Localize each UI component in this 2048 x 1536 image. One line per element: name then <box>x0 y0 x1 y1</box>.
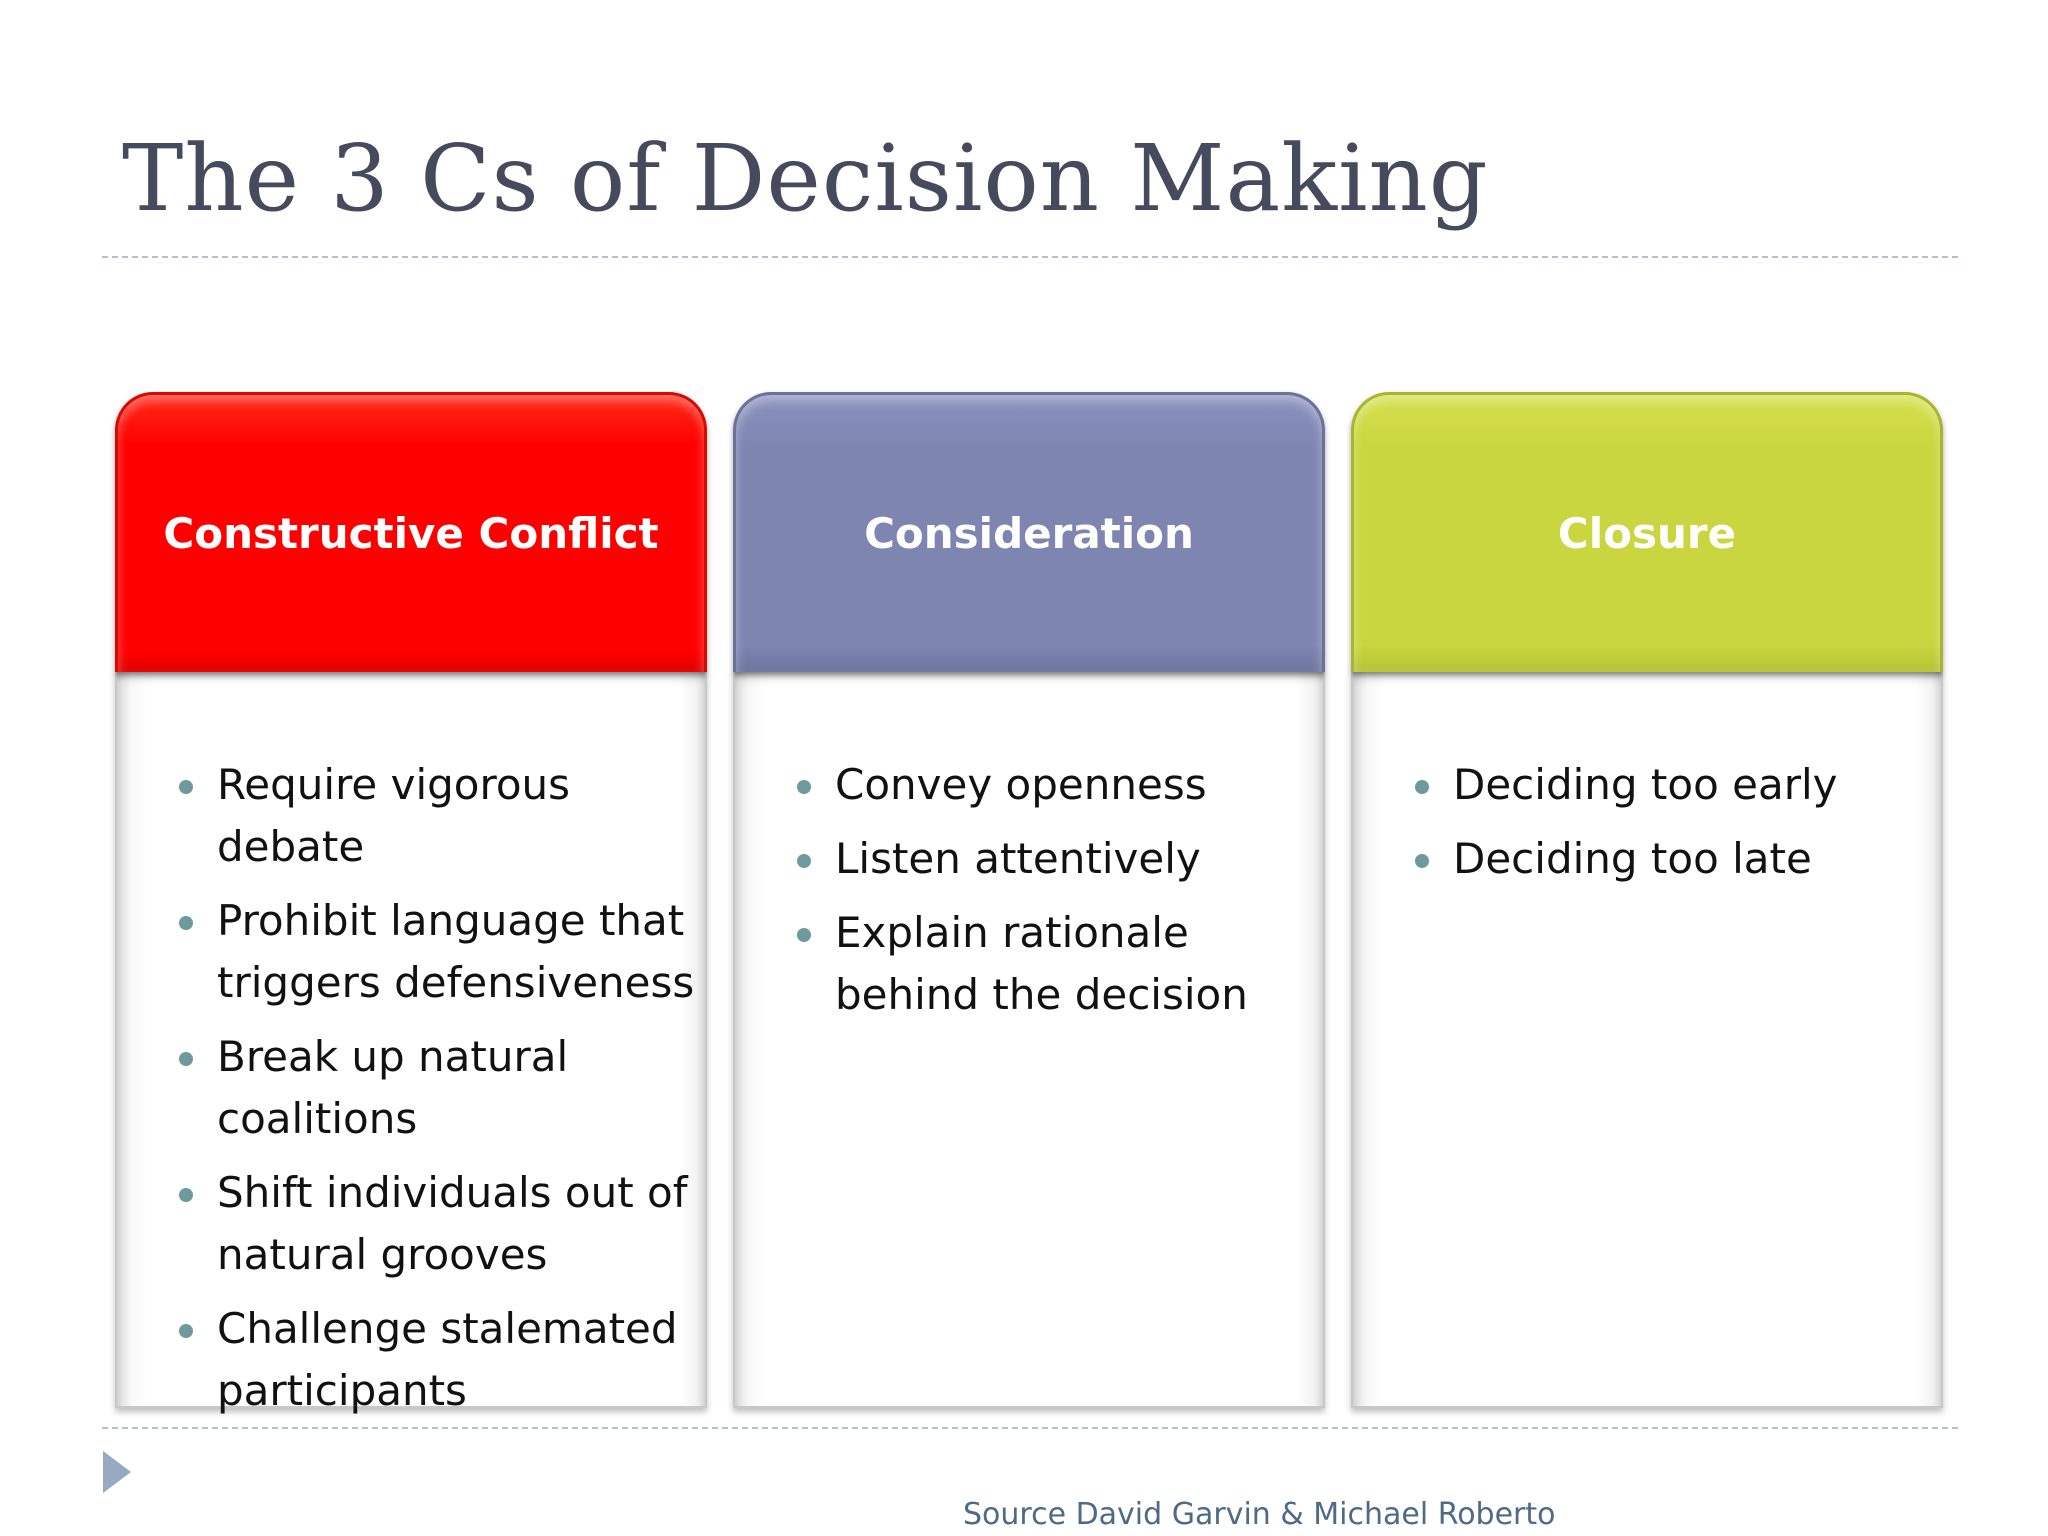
bullet-icon <box>179 1188 193 1202</box>
bullet-list: Require vigorous debate Prohibit languag… <box>179 754 699 1434</box>
list-item: Challenge stalemated participants <box>179 1298 699 1422</box>
list-item-text: Deciding too late <box>1453 834 1812 883</box>
bullet-icon <box>179 916 193 930</box>
bullet-list: Deciding too early Deciding too late <box>1415 754 1935 902</box>
list-item-text: Require vigorous debate <box>217 760 571 871</box>
list-item-text: Convey openness <box>835 760 1207 809</box>
list-item: Break up natural coalitions <box>179 1026 699 1150</box>
bullet-icon <box>179 780 193 794</box>
list-item: Deciding too late <box>1415 828 1935 890</box>
list-item-text: Prohibit language that triggers defensiv… <box>217 896 695 1007</box>
list-item: Prohibit language that triggers defensiv… <box>179 890 699 1014</box>
column-body: Convey openness Listen attentively Expla… <box>733 670 1325 1408</box>
list-item: Explain rationale behind the decision <box>797 902 1317 1026</box>
bullet-list: Convey openness Listen attentively Expla… <box>797 754 1317 1038</box>
bullet-icon <box>797 854 811 868</box>
footer-divider <box>102 1427 1958 1429</box>
column-header-label: Closure <box>1557 509 1737 558</box>
bullet-icon <box>1415 854 1429 868</box>
column-header: Closure <box>1351 392 1943 672</box>
list-item: Listen attentively <box>797 828 1317 890</box>
column-header: Constructive Conflict <box>115 392 707 672</box>
bullet-icon <box>1415 780 1429 794</box>
list-item: Require vigorous debate <box>179 754 699 878</box>
title-divider <box>102 256 1958 258</box>
column-body: Deciding too early Deciding too late <box>1351 670 1943 1408</box>
bullet-icon <box>797 928 811 942</box>
list-item: Shift individuals out of natural grooves <box>179 1162 699 1286</box>
bullet-icon <box>797 780 811 794</box>
list-item-text: Explain rationale behind the decision <box>835 908 1248 1019</box>
list-item: Deciding too early <box>1415 754 1935 816</box>
list-item-text: Shift individuals out of natural grooves <box>217 1168 688 1279</box>
bullet-icon <box>179 1324 193 1338</box>
list-item-text: Listen attentively <box>835 834 1201 883</box>
column-header: Consideration <box>733 392 1325 672</box>
list-item-text: Break up natural coalitions <box>217 1032 569 1143</box>
slide-title: The 3 Cs of Decision Making <box>122 125 1489 232</box>
list-item-text: Deciding too early <box>1453 760 1838 809</box>
column-header-label: Consideration <box>864 509 1194 558</box>
list-item-text: Challenge stalemated participants <box>217 1304 678 1415</box>
triangle-arrow-icon <box>103 1451 131 1493</box>
column-constructive-conflict: Constructive Conflict Require vigorous d… <box>115 392 707 1415</box>
column-body: Require vigorous debate Prohibit languag… <box>115 670 707 1415</box>
source-credit: Source David Garvin & Michael Roberto <box>963 1497 1556 1532</box>
column-consideration: Consideration Convey openness Listen att… <box>733 392 1325 1408</box>
bullet-icon <box>179 1052 193 1066</box>
list-item: Convey openness <box>797 754 1317 816</box>
column-closure: Closure Deciding too early Deciding too … <box>1351 392 1943 1408</box>
column-header-label: Constructive Conflict <box>163 509 659 558</box>
